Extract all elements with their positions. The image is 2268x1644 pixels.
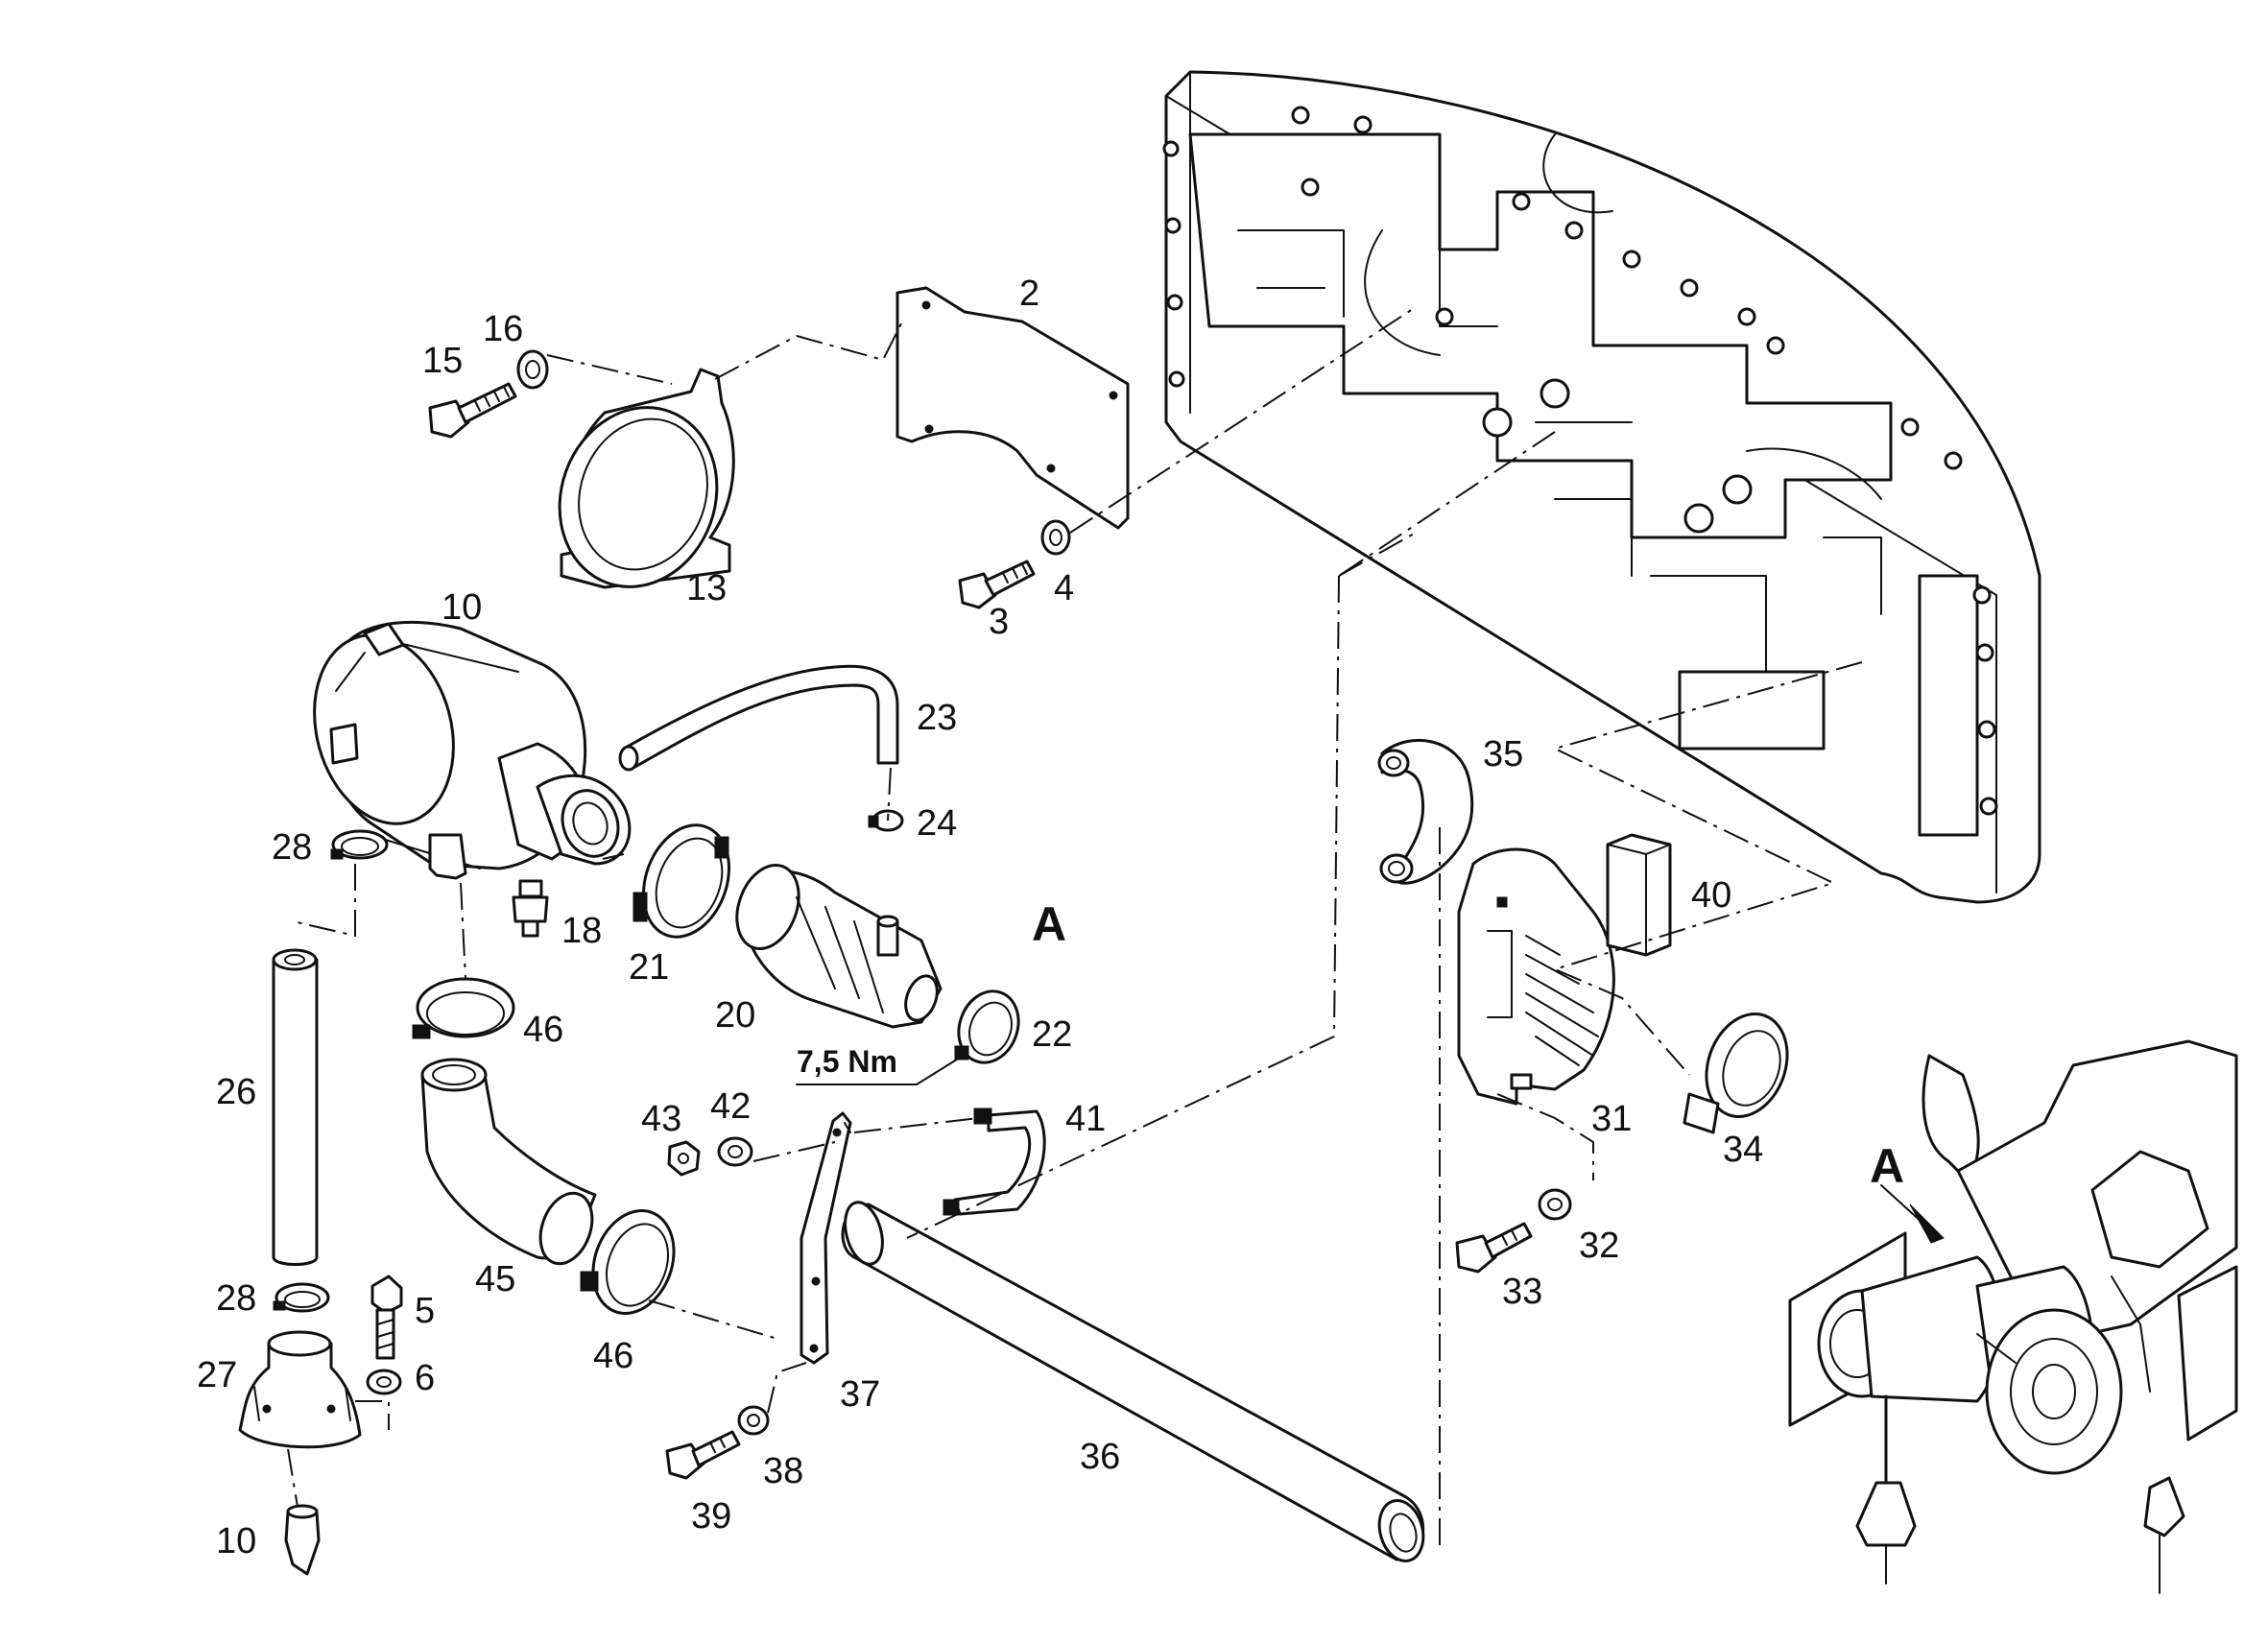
part-10-air-filter [313,620,632,880]
label-part-37: 37 [840,1374,880,1415]
label-part-43: 43 [641,1099,681,1139]
label-part-10-valve: 10 [216,1521,256,1561]
part-3-bolt [958,560,1036,609]
label-part-24: 24 [917,803,957,844]
part-24-hose-clip [868,809,904,832]
label-part-35: 35 [1483,734,1523,774]
inset-engine-view [1788,1039,2238,1594]
part-42-washer [717,1136,753,1167]
part-43-nut [667,1140,701,1177]
part-6-washer [366,1369,402,1395]
label-part-46-upper: 46 [523,1010,563,1050]
label-part-28-lower: 28 [216,1278,256,1319]
part-5-bolt [370,1275,403,1360]
part-labels: 2 3 4 5 6 10 10 13 15 16 18 20 21 22 23 … [197,274,1904,1561]
label-part-10-filter: 10 [442,587,482,628]
part-26-breather-hose [272,948,319,1266]
label-part-2: 2 [1019,274,1039,314]
label-part-13: 13 [686,568,727,608]
label-part-23: 23 [917,698,957,738]
label-part-32: 32 [1579,1226,1619,1266]
label-part-38: 38 [763,1451,803,1491]
part-46-hose-clamp-upper [412,977,515,1039]
part-4-washer [1040,519,1071,556]
part-32-washer [1538,1188,1572,1221]
label-part-4: 4 [1054,568,1074,608]
torque-note: 7,5 Nm [797,1044,897,1079]
part-45-elbow-hose [420,1058,597,1266]
label-part-33: 33 [1502,1272,1542,1312]
label-part-31: 31 [1591,1099,1632,1139]
torque-callout-line [796,1057,961,1085]
part-2-plate [895,286,1130,530]
label-part-20: 20 [715,995,755,1036]
part-37-support-bracket [800,1111,852,1365]
label-part-6: 6 [415,1358,435,1398]
part-40-insert-block [1606,833,1672,957]
label-part-3: 3 [989,602,1009,642]
part-34-clamp-ring [1683,1013,1789,1134]
part-21-double-clamp [633,823,730,939]
part-23-bent-tube [618,664,899,772]
label-part-18: 18 [561,911,602,951]
part-28-hose-clamp-lower [273,1282,330,1313]
label-part-22: 22 [1032,1014,1072,1055]
part-39-bolt [665,1430,741,1480]
label-part-40: 40 [1691,875,1731,916]
part-33-bolt [1455,1222,1533,1274]
label-part-39: 39 [691,1496,731,1537]
inset-marker-a: A [1870,1139,1904,1193]
label-part-34: 34 [1723,1130,1763,1170]
part-46-hose-clamp-lower [580,1209,676,1315]
label-part-45: 45 [475,1259,515,1299]
part-38-washer [737,1405,770,1436]
label-part-46-lower: 46 [593,1336,633,1376]
engine-bracket-housing [1162,70,2041,904]
part-10-valve-small [284,1504,321,1576]
label-part-27: 27 [197,1355,237,1395]
label-part-41: 41 [1065,1099,1106,1139]
housing-bolt-holes [1162,106,1998,816]
part-27-dust-valve [238,1330,362,1449]
view-marker-a: A [1032,897,1066,951]
part-18-breather-fitting [512,879,549,938]
label-part-5: 5 [415,1291,435,1331]
assembly-leader-lines [287,306,1863,1545]
part-35-rubber-elbow [1377,738,1474,885]
part-22-hose-clamp [954,989,1020,1064]
label-part-16: 16 [483,309,523,349]
label-part-42: 42 [710,1086,751,1127]
label-part-15: 15 [422,341,463,381]
label-part-21: 21 [629,947,669,988]
label-part-26: 26 [216,1072,256,1112]
part-15-bolt [428,382,517,439]
part-16-washer [516,349,549,390]
part-41-pipe-strap [943,1108,1046,1216]
part-31-grille-plate [1457,847,1615,1106]
part-13-ring-bracket [558,368,735,589]
label-part-28-upper: 28 [272,827,312,868]
part-36-intake-pipe [841,1201,1425,1562]
part-28-hose-clamp-upper [330,829,389,860]
part-20-inlet-adapter [735,863,943,1029]
label-part-36: 36 [1080,1437,1120,1477]
